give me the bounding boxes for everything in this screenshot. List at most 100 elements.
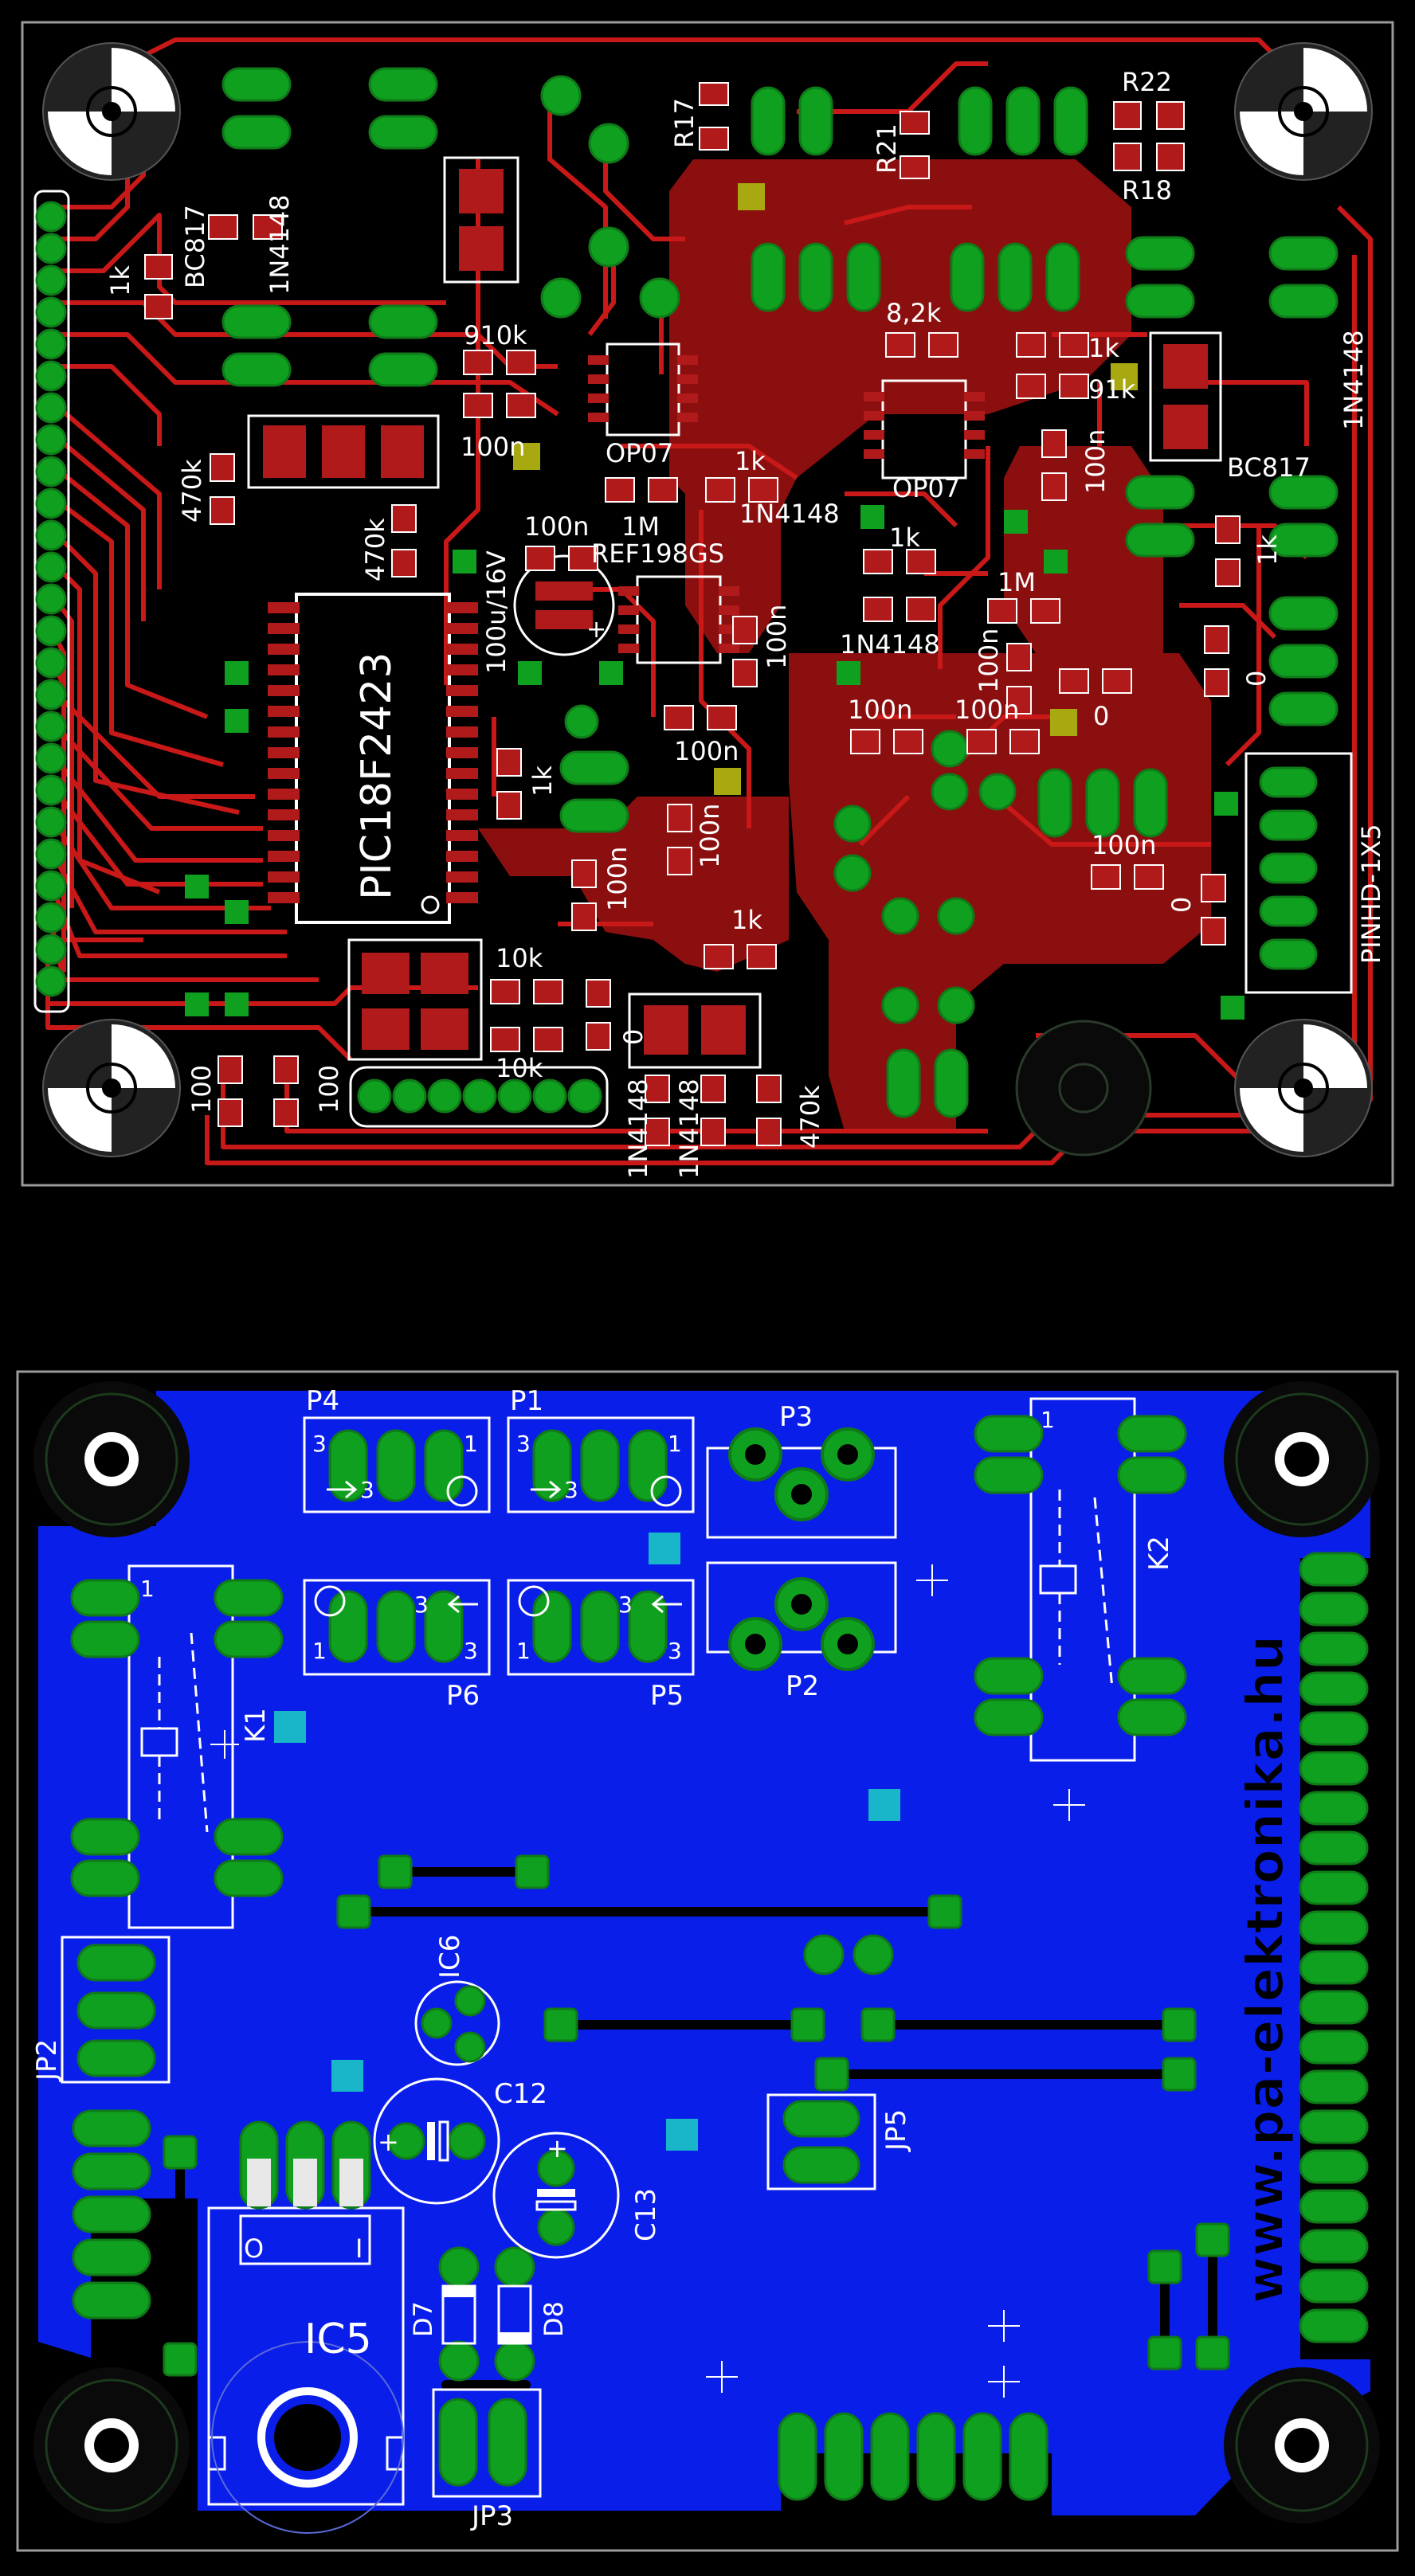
pot-p1: 3 1 3 (507, 1416, 695, 1513)
p6-pin-3-arrow: 3 (414, 1591, 429, 1618)
label-r22: R22 (1122, 67, 1172, 97)
p1-pin-3-arrow: 3 (564, 1477, 578, 1503)
label-p5: P5 (650, 1680, 684, 1712)
pot-p6: 1 3 3 (303, 1579, 491, 1676)
bottom-round-pads (438, 1934, 894, 2382)
label-pic18f2423: PIC18F2423 (353, 652, 401, 900)
label-1n4148-d: 1N4148 (840, 629, 940, 660)
label-1n4148-f: 1N4148 (674, 1079, 704, 1179)
label-r18: R18 (1122, 175, 1172, 206)
p5-pin-3-arrow: 3 (618, 1591, 633, 1618)
label-k1: K1 (240, 1708, 272, 1743)
k1-pin-1: 1 (140, 1576, 155, 1602)
label-1k-f: 1k (527, 765, 558, 797)
top-mount-hole-bottom-center (1015, 1020, 1152, 1157)
top-mount-hole-tl (42, 42, 181, 181)
svg-text:+: + (547, 2133, 568, 2163)
relay-k1: 1 (70, 1564, 284, 1929)
p1-pin-3: 3 (516, 1431, 531, 1457)
label-jp5: JP5 (880, 2109, 912, 2152)
label-100-a: 100 (186, 1065, 217, 1114)
jumper-jp3 (432, 2388, 542, 2498)
label-1k-c: 1k (1088, 333, 1119, 363)
top-bottom-header (349, 1066, 609, 1128)
label-jp2: JP2 (31, 2039, 63, 2082)
label-1m-a: 1M (621, 511, 660, 542)
label-ic6: IC6 (434, 1935, 466, 1979)
label-c12: C12 (494, 2078, 547, 2110)
label-d7: D7 (408, 2301, 438, 2337)
cap-c12: + (373, 2077, 500, 2205)
op07-chip-b (864, 379, 985, 480)
p5-pin-3: 3 (668, 1638, 682, 1664)
label-1k-g: 1k (731, 905, 762, 935)
label-1n4148-e: 1N4148 (623, 1079, 653, 1179)
p1-pin-1: 1 (668, 1431, 682, 1457)
label-1k-a: 1k (105, 265, 135, 296)
k2-pin-1: 1 (1041, 1407, 1055, 1433)
diodes-d7-d8 (441, 2284, 532, 2345)
label-100n-c: 100n (524, 511, 589, 542)
pot-p5: 1 3 3 (507, 1579, 695, 1676)
label-ref198gs: REF198GS (591, 538, 724, 569)
label-0-c: 0 (1166, 897, 1197, 913)
jumper-jp2 (61, 1936, 171, 2084)
bottom-square-pads (163, 1854, 1230, 2377)
bottom-right-header (1299, 1552, 1369, 2343)
label-p1: P1 (510, 1385, 543, 1417)
ic5-to220: O I (207, 2120, 405, 2534)
label-k2: K2 (1143, 1536, 1175, 1571)
label-10k-a: 10k (496, 943, 543, 973)
label-100n-b: 100n (1080, 429, 1111, 494)
bottom-vias (274, 1533, 900, 2151)
label-10k-b: 10k (496, 1053, 543, 1083)
label-0-b: 0 (1241, 671, 1272, 687)
p5-pin-1: 1 (516, 1638, 531, 1664)
trimmer-p2 (706, 1561, 897, 1671)
label-p3: P3 (779, 1401, 813, 1433)
label-100n-g: 100n (954, 695, 1019, 725)
label-100u: 100u/16V (481, 550, 512, 674)
label-100n-e: 100n (762, 605, 792, 669)
label-470k-b: 470k (360, 518, 390, 581)
label-100n-i: 100n (695, 804, 725, 868)
label-op07-b: OP07 (892, 473, 960, 503)
ic5-pin-i: I (355, 2233, 363, 2264)
relay-k2: 1 (974, 1397, 1187, 1762)
label-1m-b: 1M (998, 567, 1036, 597)
label-8k2: 8,2k (886, 298, 942, 328)
trimmer-p3 (706, 1427, 897, 1539)
label-470k-a: 470k (177, 459, 207, 523)
label-p6: P6 (446, 1680, 480, 1712)
label-100-b: 100 (314, 1065, 344, 1114)
label-1k-e: 1k (889, 523, 920, 553)
label-470k-c: 470k (795, 1085, 825, 1149)
label-100n-a: 100n (461, 432, 525, 462)
p4-pin-3: 3 (312, 1431, 327, 1457)
bottom-center-header (778, 2412, 1049, 2501)
bottom-crosshairs (210, 1564, 1085, 2398)
p6-pin-1: 1 (312, 1638, 327, 1664)
label-100n-j: 100n (602, 847, 633, 911)
label-pinhd-1x5: PINHD-1X5 (1356, 824, 1386, 964)
label-jp3: JP3 (470, 2500, 513, 2532)
p4-pin-3-arrow: 3 (360, 1477, 374, 1503)
label-1n4148-b: 1N4148 (1339, 330, 1369, 430)
label-r21: R21 (872, 123, 902, 174)
label-1k-d: 1k (1252, 534, 1283, 566)
top-tht-pads (221, 67, 1339, 1118)
top-mount-hole-tr (1234, 42, 1373, 181)
bottom-layer: 3 1 3 3 1 3 1 3 3 1 3 (16, 1370, 1399, 2552)
ic5-pin-o: O (244, 2233, 264, 2264)
top-small-smd (144, 82, 1241, 1146)
svg-text:+: + (378, 2127, 399, 2157)
label-100n-h: 100n (674, 736, 739, 766)
label-0-a: 0 (1093, 701, 1109, 731)
label-bc817-a: BC817 (180, 205, 210, 288)
top-mount-hole-bl (42, 1019, 181, 1157)
op07-chip-a (588, 343, 698, 437)
label-p4: P4 (306, 1385, 339, 1417)
pot-p4: 3 1 3 (303, 1416, 491, 1513)
top-vias (185, 183, 1244, 1020)
